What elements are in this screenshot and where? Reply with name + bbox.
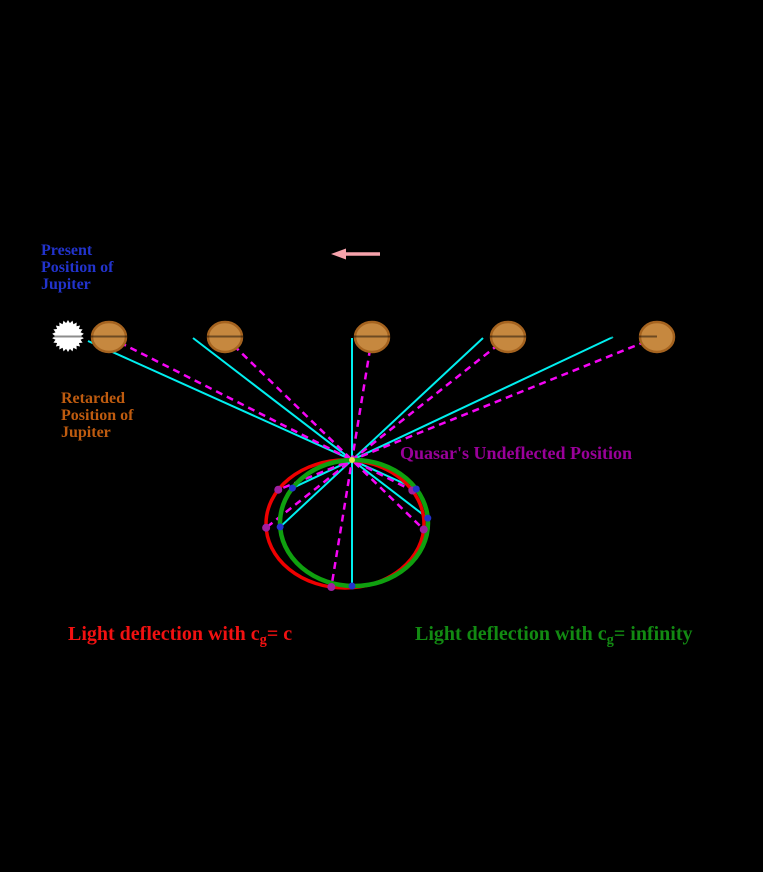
purple-end-dot xyxy=(327,583,336,592)
present-position-label: Present Position of Jupiter xyxy=(41,242,114,294)
magenta-deflection-ray xyxy=(108,335,413,492)
jupiter-circle xyxy=(206,320,244,354)
cg-subscript: g xyxy=(259,632,267,649)
green-deflection-ellipse xyxy=(277,457,431,589)
purple-end-dot xyxy=(262,523,271,532)
cyan-deflection-ray xyxy=(291,336,614,489)
present-position-line: Jupiter xyxy=(41,275,91,293)
blue-end-dot xyxy=(412,485,420,493)
present-position-line: Present xyxy=(41,242,93,259)
purple-end-dot xyxy=(419,525,428,534)
deflection-cg-c-label: Light deflection with cg= c xyxy=(68,623,293,649)
deflection-cg-infinity-label: Light deflection with cg= infinity xyxy=(415,623,693,649)
jupiter-circle xyxy=(353,320,391,354)
deflection-cg-infinity-text: Light deflection with c xyxy=(415,623,607,645)
jupiter-circle xyxy=(90,320,128,354)
deflection-cg-c-value: = c xyxy=(266,623,293,645)
retarded-position-line: Retarded xyxy=(61,390,125,407)
magenta-deflection-ray xyxy=(277,335,658,491)
deflection-cg-c-text: Light deflection with c xyxy=(68,623,260,645)
quasar-undeflected-label: Quasar's Undeflected Position xyxy=(400,443,632,463)
cg-subscript: g xyxy=(606,632,614,649)
red-deflection-ellipse xyxy=(264,458,426,590)
jupiter-motion-arrow-head xyxy=(331,248,346,260)
quasar-convergence-dot xyxy=(349,457,355,463)
present-jupiter-starburst xyxy=(52,320,84,352)
present-position-line: Position of xyxy=(41,258,114,276)
blue-end-dot xyxy=(348,582,356,590)
purple-end-dot xyxy=(274,485,283,494)
blue-end-dot xyxy=(288,484,296,492)
cyan-deflection-ray xyxy=(192,337,429,519)
cyan-deflection-ray xyxy=(279,337,484,528)
jupiter-circle xyxy=(638,320,676,354)
blue-end-dot xyxy=(276,523,284,531)
retarded-position-line: Position of xyxy=(61,406,134,424)
magenta-deflection-ray xyxy=(265,336,509,529)
magenta-deflection-ray xyxy=(224,336,425,531)
deflection-cg-infinity-value: = infinity xyxy=(613,623,693,645)
retarded-position-label: Retarded Position of Jupiter xyxy=(61,390,134,442)
jupiter-circle xyxy=(489,320,527,354)
blue-end-dot xyxy=(424,514,432,522)
retarded-position-line: Jupiter xyxy=(61,423,111,441)
